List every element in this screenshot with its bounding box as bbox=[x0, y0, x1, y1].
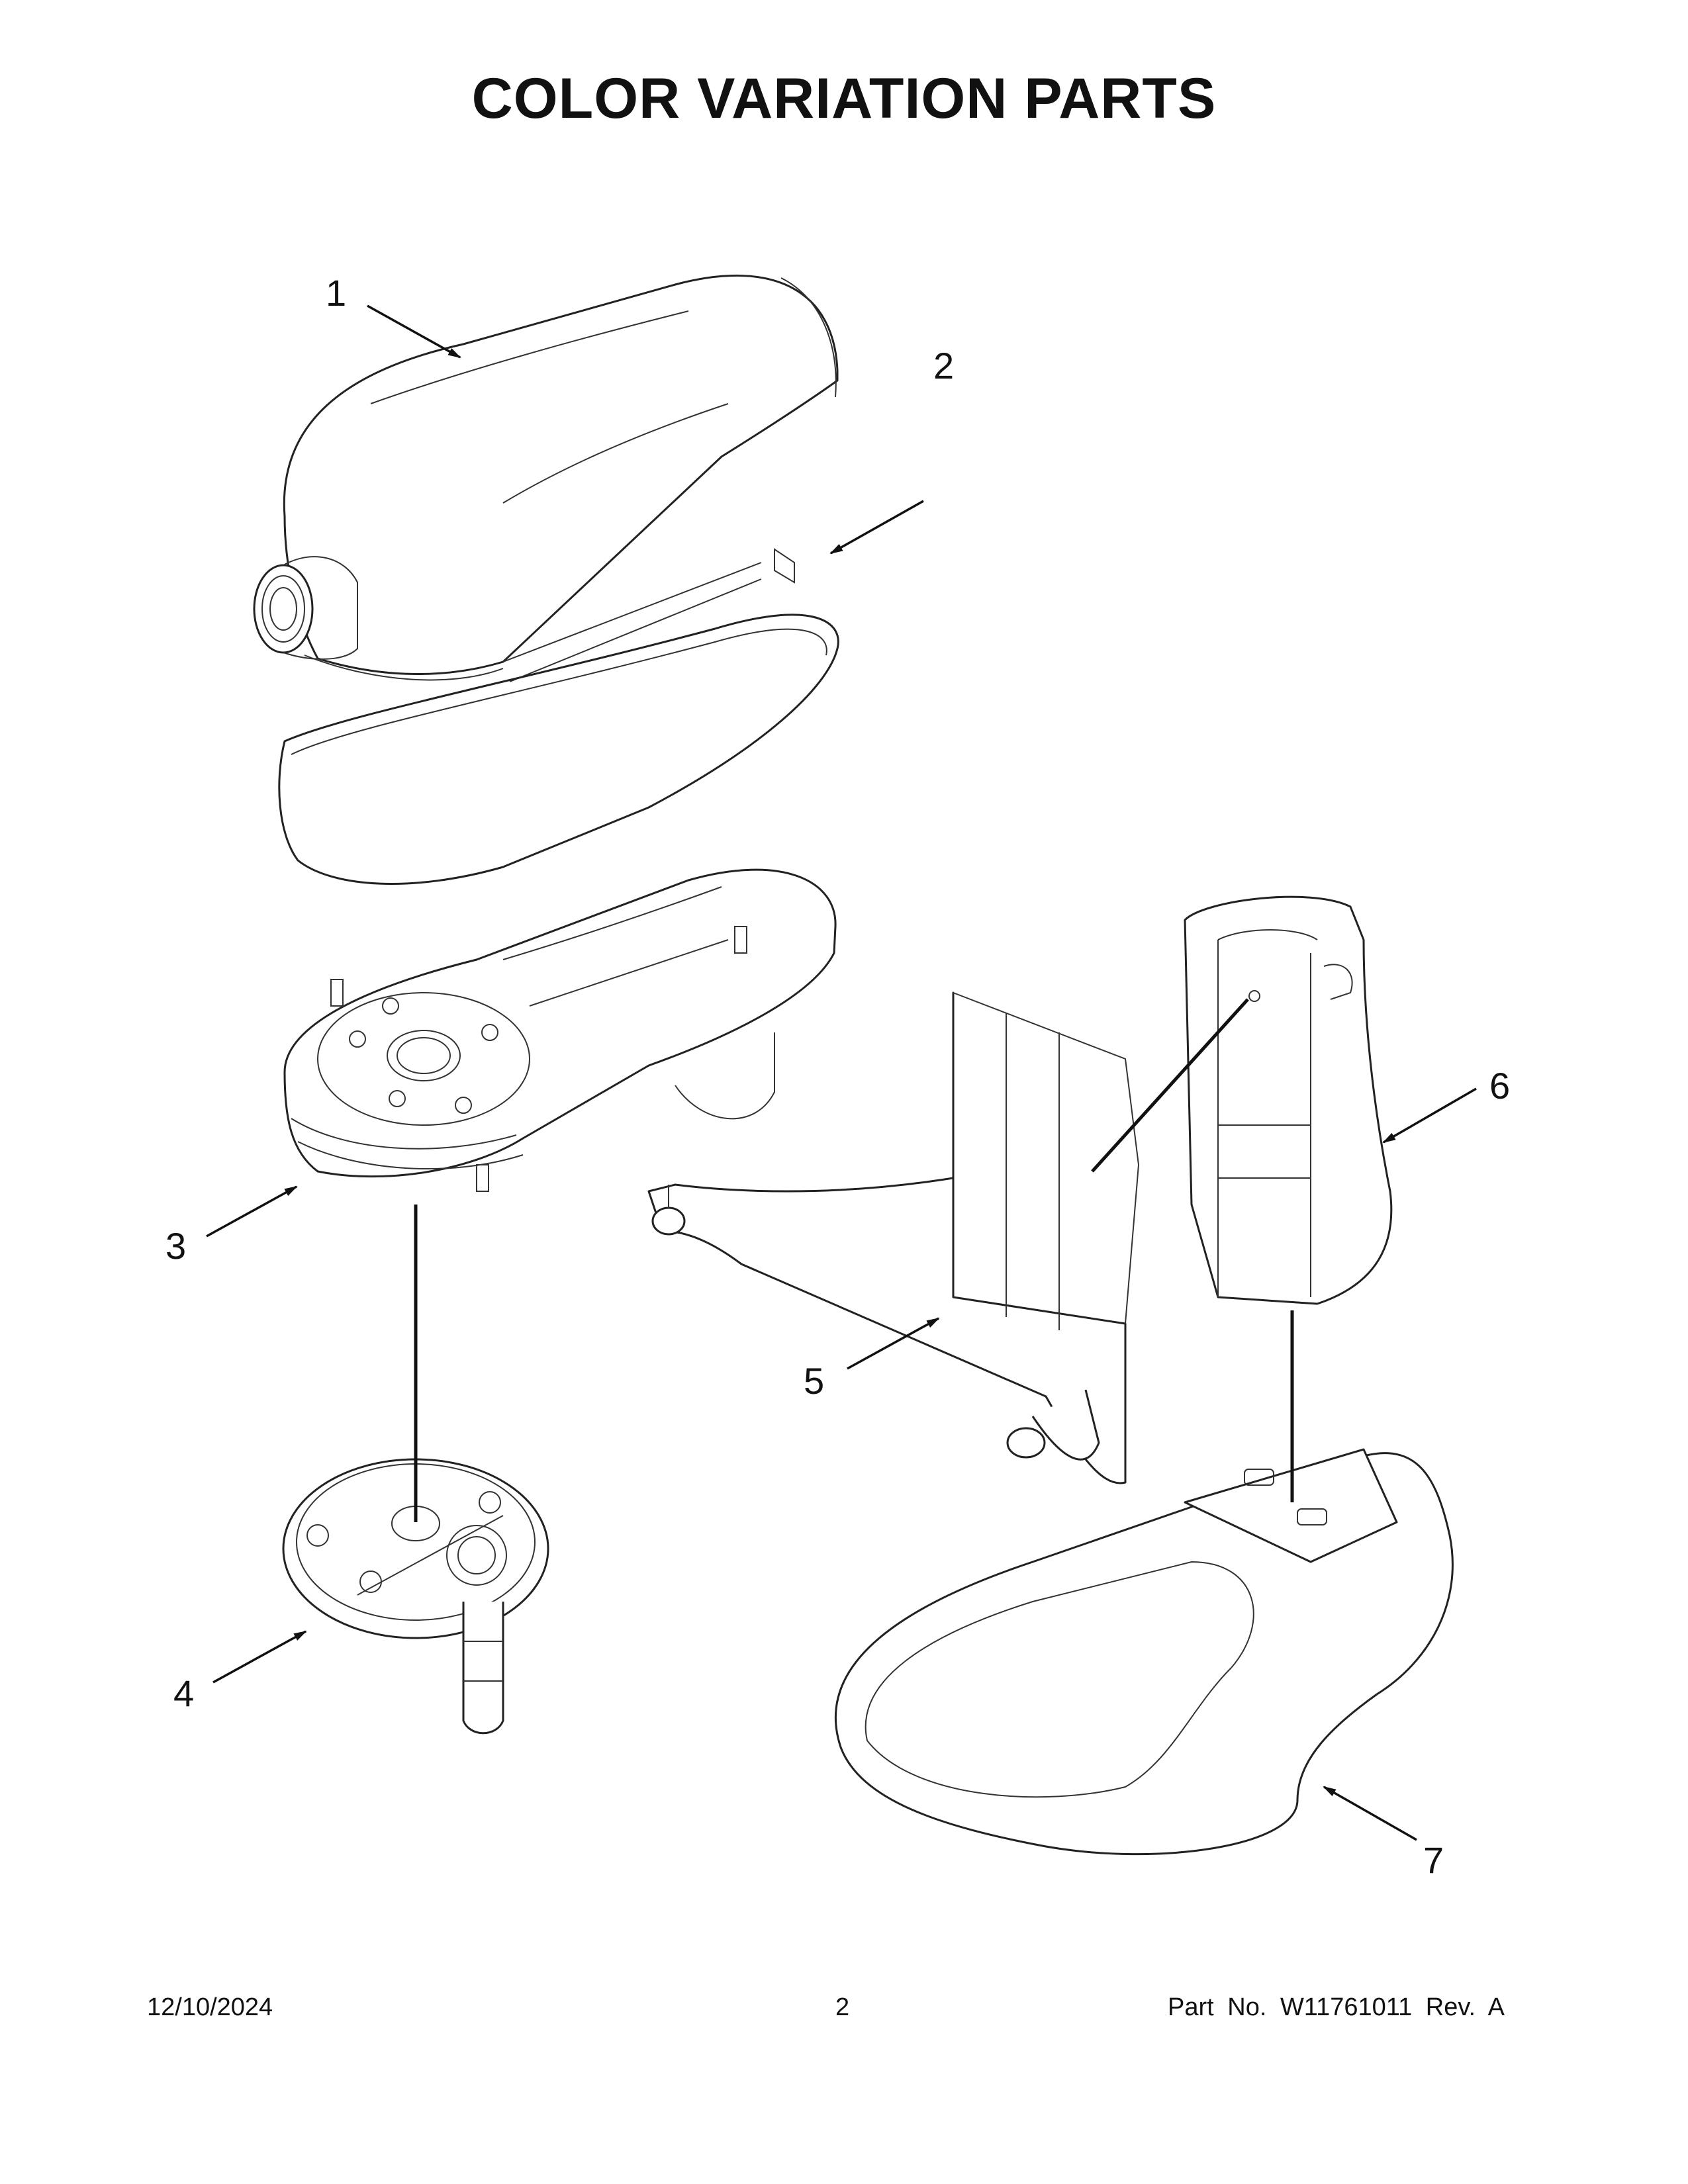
callout-2: 2 bbox=[933, 345, 954, 387]
callout-3: 3 bbox=[165, 1225, 186, 1267]
footer-date: 12/10/2024 bbox=[147, 1993, 273, 2021]
part-3-gear-housing bbox=[283, 868, 837, 1192]
part-6-column bbox=[1184, 895, 1393, 1305]
callout-arrow-4 bbox=[212, 1630, 307, 1684]
footer-page-number: 2 bbox=[835, 1993, 850, 2021]
callout-arrow-2 bbox=[829, 500, 924, 555]
page-title: COLOR VARIATION PARTS bbox=[471, 67, 1217, 130]
leader-5-to-6 bbox=[1091, 998, 1249, 1173]
part-2-trim-band bbox=[278, 548, 839, 885]
callout-arrow-5 bbox=[847, 1317, 940, 1370]
part-7-base bbox=[834, 1448, 1454, 1856]
part-5-bowl-support bbox=[647, 991, 1140, 1484]
callout-7: 7 bbox=[1423, 1839, 1444, 1881]
footer-part-number: Part No. W11761011 Rev. A bbox=[1168, 1993, 1505, 2021]
callout-arrow-7 bbox=[1323, 1786, 1417, 1841]
callout-6: 6 bbox=[1489, 1065, 1510, 1107]
callout-1: 1 bbox=[326, 272, 346, 314]
part-1-motor-housing bbox=[253, 275, 839, 682]
callout-arrow-3 bbox=[206, 1185, 298, 1238]
callout-arrow-6 bbox=[1382, 1087, 1477, 1144]
callout-4: 4 bbox=[173, 1672, 194, 1714]
callout-arrow-1 bbox=[367, 304, 461, 359]
callout-5: 5 bbox=[804, 1360, 824, 1402]
